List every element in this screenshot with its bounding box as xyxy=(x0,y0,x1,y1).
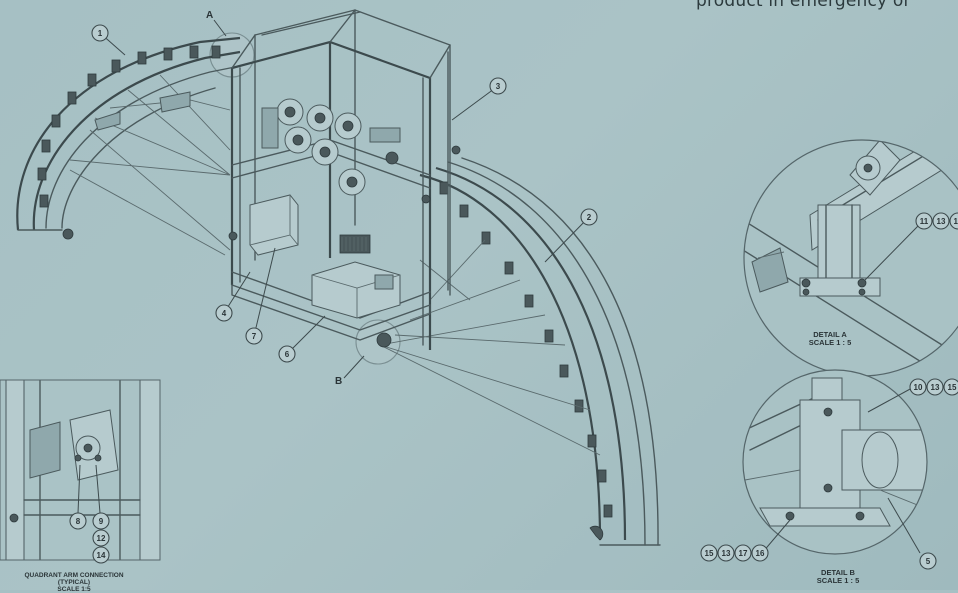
item-balloon: 10 xyxy=(909,378,927,396)
left-quadrant-arm xyxy=(16,36,241,256)
power-unit xyxy=(311,261,401,319)
item-balloon-number: 4 xyxy=(222,309,227,318)
item-balloon-number: 2 xyxy=(587,213,592,222)
item-balloon: 13 xyxy=(926,378,944,396)
item-balloon: 12 xyxy=(92,529,110,547)
item-balloon: 7 xyxy=(245,247,276,345)
item-balloon: 11 xyxy=(915,212,933,230)
item-balloon-number: 6 xyxy=(285,350,290,359)
item-balloon-number: 9 xyxy=(99,517,104,526)
item-balloon-number: 7 xyxy=(252,332,257,341)
quadrant-balloons: 8 9 12 14 xyxy=(69,512,110,564)
quadrant-typical: (TYPICAL) xyxy=(57,579,91,586)
detail-a-caption: DETAIL A SCALE 1 : 5 xyxy=(800,331,860,347)
detail-a-balloons: 11 13 15 xyxy=(915,212,958,230)
item-balloon: 6 xyxy=(278,315,326,363)
item-balloon: 4 xyxy=(215,271,251,322)
item-balloon-number: 16 xyxy=(756,549,765,558)
detail-b-caption: DETAIL B SCALE 1 : 5 xyxy=(808,569,868,585)
item-balloon: 13 xyxy=(717,544,735,562)
item-balloon: 14 xyxy=(92,546,110,564)
item-balloon: 5 xyxy=(919,552,937,570)
item-balloon-number: 1 xyxy=(98,29,103,38)
item-balloon-number: 13 xyxy=(937,217,946,226)
item-balloon-number: 14 xyxy=(97,551,106,560)
item-balloon-number: 13 xyxy=(722,549,731,558)
detail-b-view: 10 13 15 15 13 17 16 xyxy=(700,369,958,562)
control-box xyxy=(249,194,299,256)
item-balloon: 15 xyxy=(949,212,958,230)
pulley-cluster xyxy=(261,98,401,196)
detail-a-scale: SCALE 1 : 5 xyxy=(808,338,852,347)
item-balloon: 8 xyxy=(69,512,87,530)
detail-a-view: 11 13 15 xyxy=(743,139,958,377)
item-balloon-number: 10 xyxy=(914,383,923,392)
winch-drum xyxy=(339,234,371,254)
detail-b-scale: SCALE 1 : 5 xyxy=(816,576,860,585)
detail-b-letter: B xyxy=(335,376,342,387)
central-frame xyxy=(230,9,451,350)
main-assembly xyxy=(16,9,661,546)
right-quadrant-arm xyxy=(379,157,661,546)
detail-b-balloons: 10 13 15 15 13 17 16 xyxy=(700,378,958,562)
item-balloon: 15 xyxy=(700,544,718,562)
item-balloon: 9 xyxy=(92,512,110,530)
item-balloon: 13 xyxy=(932,212,950,230)
item-balloon: 16 xyxy=(751,544,769,562)
item-balloon-number: 11 xyxy=(920,217,929,226)
item-balloon: 2 xyxy=(544,208,598,263)
detail-a-title: DETAIL A xyxy=(813,330,847,339)
cropped-header-text: product in emergency or xyxy=(696,0,911,11)
item-balloon-number: 8 xyxy=(76,517,81,526)
item-balloon-number: 15 xyxy=(954,217,958,226)
item-balloon-number: 3 xyxy=(496,82,501,91)
detail-a-letter: A xyxy=(206,10,213,21)
item-balloon-number: 5 xyxy=(926,557,931,566)
item-balloon: 1 xyxy=(91,24,126,56)
item-balloon: 15 xyxy=(943,378,958,396)
quadrant-connection-view: 8 9 12 14 xyxy=(0,379,161,564)
item-balloon: 3 xyxy=(451,77,507,121)
item-balloon-number: 12 xyxy=(97,534,106,543)
detail-b-title: DETAIL B xyxy=(821,568,855,577)
quadrant-title: QUADRANT ARM CONNECTION xyxy=(24,572,124,579)
item-balloon-number: 15 xyxy=(705,549,714,558)
item-balloon-number: 13 xyxy=(931,383,940,392)
item-balloon: 17 xyxy=(734,544,752,562)
item-balloon-number: 17 xyxy=(739,549,748,558)
item-balloon-number: 15 xyxy=(948,383,957,392)
